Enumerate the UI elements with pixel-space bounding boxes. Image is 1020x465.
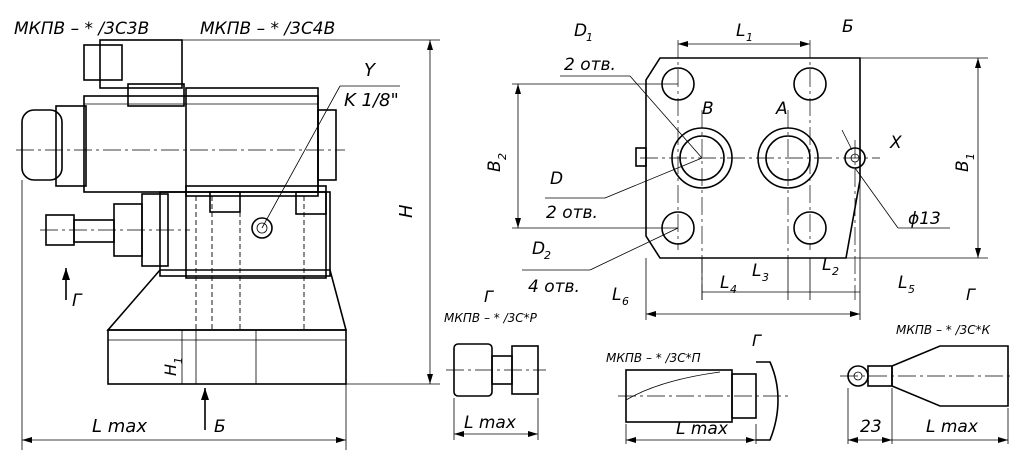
label-x: X [889, 133, 902, 153]
svg-text:3: 3 [762, 271, 769, 284]
label-port-b: B [702, 99, 714, 119]
title-left-2: МКПВ – * /3С4В [200, 19, 335, 39]
view-b-labels: Б L 1 D 1 2 отв. B A B 2 B 1 X D 2 отв. … [485, 17, 977, 308]
label-view-b: Б [842, 17, 854, 37]
front-view [16, 39, 440, 450]
view-b [512, 40, 988, 320]
label-l4: L 4 [720, 273, 737, 296]
label-h: H [396, 204, 417, 218]
label-l6: L 6 [612, 285, 629, 308]
label-l3: L 3 [752, 261, 769, 284]
label-lmax-p: L max [464, 413, 517, 433]
label-g-p: Г [484, 287, 494, 306]
label-lmax-n: L max [676, 419, 729, 439]
svg-text:5: 5 [908, 283, 915, 296]
label-h1: H 1 [161, 357, 185, 376]
label-l2: L 2 [822, 255, 839, 278]
svg-text:1: 1 [586, 31, 593, 44]
label-port-a: A [775, 99, 788, 119]
label-y: Y [364, 60, 377, 81]
svg-text:D: D [532, 239, 545, 259]
label-l1: L 1 [736, 21, 753, 44]
svg-text:1: 1 [172, 357, 185, 364]
label-phi13: ϕ13 [908, 209, 941, 229]
label-b1: B 1 [953, 153, 977, 172]
title-left-1: МКПВ – * /3С3В [14, 19, 149, 39]
label-l5: L 5 [898, 273, 915, 296]
svg-text:L: L [822, 255, 831, 275]
svg-text:6: 6 [622, 295, 629, 308]
label-d1: D 1 [574, 21, 593, 44]
label-lmax-main: L max [92, 416, 147, 437]
label-d2-count: 4 отв. [528, 277, 580, 297]
svg-text:2: 2 [544, 249, 551, 262]
svg-text:L: L [736, 21, 745, 41]
svg-text:L: L [720, 273, 729, 293]
label-dim-23: 23 [860, 417, 882, 437]
label-b2: B 2 [485, 153, 509, 172]
svg-text:B: B [485, 160, 505, 172]
svg-text:L: L [612, 285, 621, 305]
label-k18: K 1/8" [344, 90, 399, 111]
svg-text:L: L [752, 261, 761, 281]
variant-k [840, 345, 1012, 444]
variant-n [618, 361, 790, 444]
label-g-n: Г [752, 331, 762, 350]
variant-p [446, 343, 546, 440]
svg-text:D: D [574, 21, 587, 41]
svg-text:2: 2 [832, 265, 839, 278]
label-g-k: Г [966, 285, 976, 304]
svg-text:4: 4 [730, 283, 737, 296]
title-variant-k: МКПВ – * /3С*К [896, 323, 991, 337]
front-view-labels: МКПВ – * /3С3В МКПВ – * /3С4В Y K 1/8" H… [14, 19, 417, 437]
svg-text:B: B [953, 160, 973, 172]
label-d-count: 2 отв. [546, 203, 598, 223]
title-variant-n: МКПВ – * /3С*П [606, 351, 701, 365]
label-d2: D 2 [532, 239, 551, 262]
label-arrow-g: Г [72, 291, 83, 311]
label-d: D [550, 169, 563, 189]
svg-text:1: 1 [964, 153, 977, 160]
svg-text:2: 2 [496, 153, 509, 160]
label-lmax-k: L max [926, 417, 979, 437]
svg-text:1: 1 [746, 31, 753, 44]
svg-text:L: L [898, 273, 907, 293]
label-arrow-b: Б [214, 417, 226, 437]
title-variant-p: МКПВ – * /3С*Р [444, 311, 538, 325]
label-d1-count: 2 отв. [564, 55, 616, 75]
svg-text:H: H [161, 364, 180, 376]
variant-labels: Г МКПВ – * /3С*Р L max Г МКПВ – * /3С*П … [444, 285, 991, 439]
